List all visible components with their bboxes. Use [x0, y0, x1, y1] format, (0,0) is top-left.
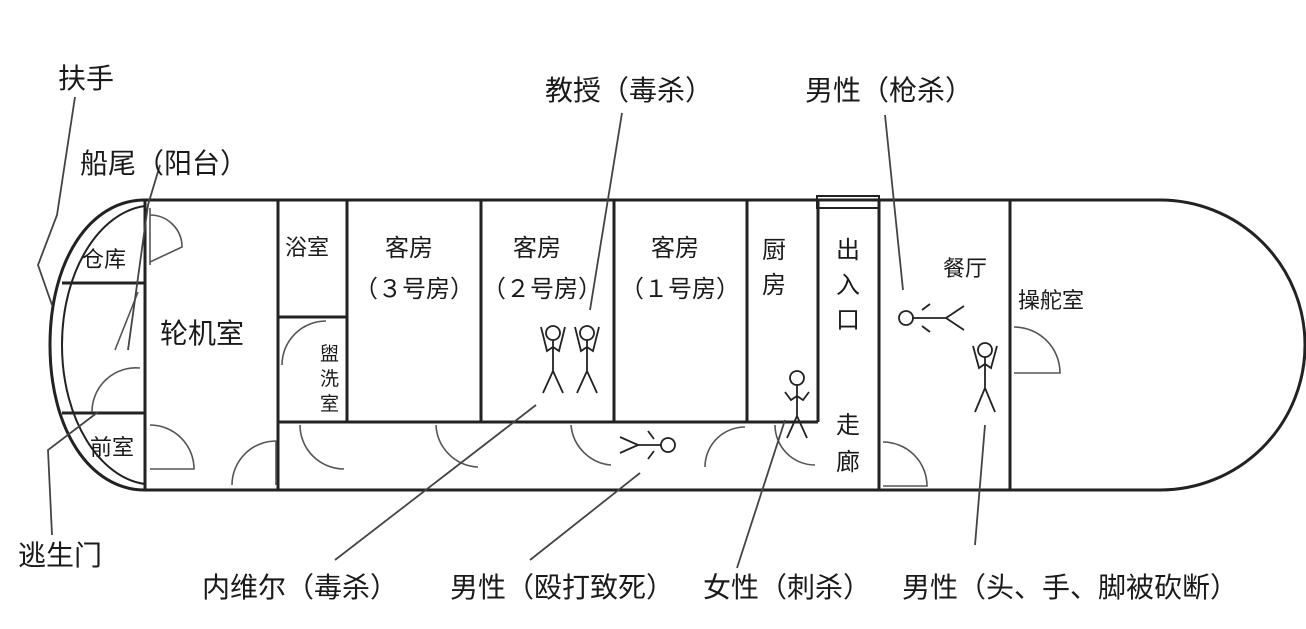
room-label-washroom-3: 室 [320, 393, 339, 415]
callout-stern: 船尾（阳台） [80, 147, 248, 180]
room-label-storage: 仓库 [82, 248, 126, 273]
room-label-guest-2: 客房 [513, 234, 561, 262]
leader-stern [127, 164, 161, 351]
room-label-entrance-3: 口 [836, 306, 860, 334]
door-storage [149, 208, 183, 265]
callout-escape-door: 逃生门 [18, 539, 102, 572]
leader-handrail [37, 96, 76, 306]
room-label-guest-1: 客房 [651, 234, 699, 262]
room-label-guest-1-number: （１号房） [620, 275, 740, 303]
callout-man-shot: 男性（枪杀） [805, 74, 973, 107]
room-label-engine-room: 轮机室 [160, 317, 244, 350]
callout-woman-stabbed: 女性（刺杀） [703, 571, 871, 604]
room-label-bathroom: 浴室 [285, 236, 329, 261]
victim-professor-figure [574, 325, 600, 394]
room-label-guest-3: 客房 [385, 234, 433, 262]
door-room-1 [570, 424, 612, 466]
leader-dismembered [974, 424, 986, 546]
room-label-entrance-2: 入 [836, 271, 860, 299]
room-label-washroom-1: 盥 [320, 343, 339, 365]
victim-woman-figure [784, 370, 810, 439]
room-label-washroom-2: 洗 [320, 368, 339, 390]
room-label-vestibule: 前室 [90, 436, 134, 461]
leader-woman [736, 419, 786, 569]
room-label-corridor-2: 廊 [836, 448, 860, 476]
door-washroom [281, 320, 327, 366]
room-label-wheelhouse: 操舵室 [1018, 289, 1084, 314]
room-label-corridor-1: 走 [836, 411, 860, 439]
callout-man-beaten: 男性（殴打致死） [450, 571, 674, 604]
room-label-kitchen-2: 房 [762, 271, 786, 299]
entrance-hatch [816, 195, 880, 209]
doors [91, 208, 1061, 487]
door-kitchen-a [704, 426, 746, 468]
stern-inner-wall [60, 205, 146, 485]
leader-neville [334, 404, 537, 561]
leader-beaten [529, 472, 641, 561]
room-label-dining: 餐厅 [943, 257, 987, 282]
leader-professor [589, 112, 623, 311]
leader-escape-door [47, 411, 99, 536]
callout-neville: 内维尔（毒杀） [202, 571, 398, 604]
callout-man-dismembered: 男性（头、手、脚被砍断） [902, 571, 1238, 604]
door-wheelhouse [1013, 326, 1061, 374]
door-stern-lower [91, 367, 141, 413]
door-room-2 [435, 424, 479, 468]
leader-lines [37, 96, 986, 569]
door-room-3 [299, 424, 345, 470]
door-engine-corridor [231, 440, 277, 486]
room-label-entrance-1: 出 [836, 236, 860, 264]
victim-shot-figure [898, 303, 965, 333]
victim-dismembered-figure [972, 342, 998, 413]
hull-outline [48, 198, 1306, 492]
room-label-guest-2-number: （２号房） [482, 275, 602, 303]
victim-neville-figure [540, 325, 566, 394]
room-label-guest-3-number: （３号房） [354, 275, 474, 303]
room-label-kitchen-1: 厨 [762, 236, 786, 264]
callout-handrail: 扶手 [58, 62, 114, 95]
victim-beaten-figure [619, 430, 676, 460]
door-dining-corridor [882, 441, 928, 487]
callout-professor: 教授（毒杀） [545, 74, 713, 107]
door-vestibule [149, 424, 195, 470]
door-kitchen-b [774, 424, 816, 466]
leader-shot [884, 114, 904, 291]
